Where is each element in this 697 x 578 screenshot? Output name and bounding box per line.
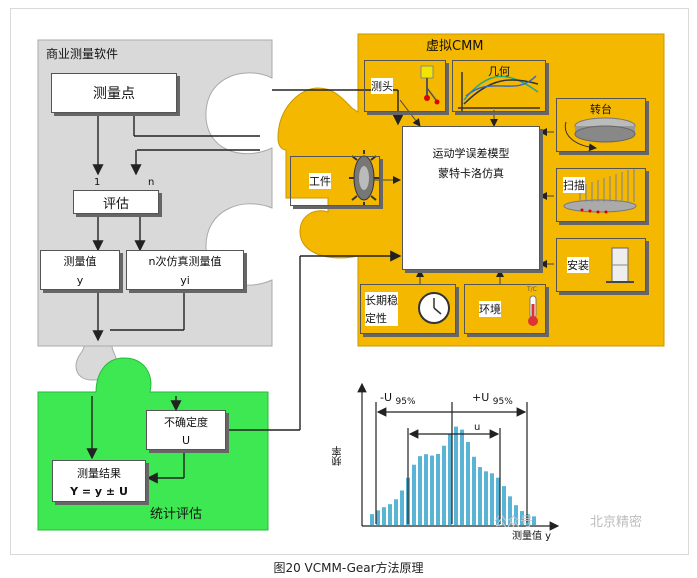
virtual-cmm-title: 虚拟CMM bbox=[426, 39, 484, 54]
measure-point-box: 测量点 bbox=[51, 73, 177, 113]
histogram-bar bbox=[394, 499, 398, 525]
histogram-bar bbox=[514, 505, 518, 525]
temperature-mark: T/C bbox=[527, 286, 537, 293]
histogram-bar bbox=[508, 496, 512, 525]
environment-label: 环境 bbox=[479, 301, 501, 317]
core-line-1: 运动学误差模型 bbox=[432, 147, 510, 160]
n-sim-value-box: n次仿真测量值 yi bbox=[126, 250, 244, 290]
minus-u-text: -U bbox=[380, 391, 393, 404]
probe-label: 测头 bbox=[371, 78, 393, 94]
probe-box: 测头 bbox=[364, 60, 446, 112]
histogram-bar bbox=[460, 429, 464, 525]
watermark-left: 公众号 bbox=[494, 515, 534, 530]
evaluate-input-1: 1 bbox=[94, 177, 101, 188]
geometry-icon bbox=[458, 72, 540, 112]
histogram-bar bbox=[526, 514, 530, 525]
histogram-brackets bbox=[375, 402, 528, 524]
turntable-box: 转台 bbox=[556, 98, 646, 152]
statistics-title: 统计评估 bbox=[150, 507, 203, 522]
histogram-bar bbox=[490, 473, 494, 525]
histogram-bar bbox=[484, 471, 488, 525]
histogram-bar bbox=[520, 511, 524, 525]
install-icon bbox=[606, 247, 634, 283]
u-label: u bbox=[474, 422, 481, 433]
measured-value-box: 测量值 y bbox=[40, 250, 120, 290]
long-term-line-2: 定性 bbox=[365, 312, 387, 325]
histogram-bar bbox=[430, 455, 434, 525]
long-term-line-1: 长期稳 bbox=[365, 294, 398, 307]
histogram-axes bbox=[357, 382, 560, 531]
result-formula: Y = y ± U bbox=[70, 484, 128, 498]
histogram-bar bbox=[454, 426, 458, 525]
histogram-bar bbox=[532, 516, 536, 525]
thermometer-icon bbox=[528, 295, 538, 326]
histogram-bar bbox=[466, 441, 470, 525]
plus-u-text: +U bbox=[472, 391, 490, 404]
plus-u-label: +U 95% bbox=[472, 391, 513, 407]
histogram-bar bbox=[412, 464, 416, 525]
histogram-bar bbox=[418, 456, 422, 525]
commercial-software-title: 商业测量软件 bbox=[46, 47, 119, 61]
geometry-label: 几何 bbox=[488, 65, 510, 78]
uncertainty-label: 不确定度 bbox=[164, 415, 208, 429]
scan-label: 扫描 bbox=[563, 177, 585, 193]
install-label: 安装 bbox=[567, 257, 589, 273]
histogram-bar bbox=[424, 454, 428, 525]
measured-value-label: 测量值 bbox=[63, 255, 97, 268]
scan-icon bbox=[563, 168, 637, 214]
histogram-bar bbox=[496, 477, 500, 525]
evaluate-box: 评估 bbox=[73, 190, 159, 214]
histogram-bar bbox=[472, 456, 476, 525]
histogram-bars bbox=[370, 426, 536, 525]
turntable-label: 转台 bbox=[590, 103, 612, 116]
histogram-bar bbox=[502, 486, 506, 525]
histogram-bar bbox=[478, 467, 482, 525]
evaluate-label: 评估 bbox=[102, 196, 129, 212]
histogram-bar bbox=[400, 490, 404, 525]
clock-icon bbox=[418, 292, 450, 324]
figure-caption: 图20 VCMM-Gear方法原理 bbox=[273, 561, 424, 575]
n-sim-value-label: n次仿真测量值 bbox=[148, 255, 222, 268]
uncertainty-symbol: U bbox=[181, 433, 191, 447]
install-box: 安装 bbox=[556, 238, 646, 292]
environment-box: 环境 bbox=[464, 284, 546, 334]
histogram-bar bbox=[370, 514, 374, 525]
measure-point-label: 测量点 bbox=[93, 86, 135, 102]
watermark-right: 北京精密 bbox=[590, 515, 643, 530]
probe-icon bbox=[420, 65, 440, 105]
n-sim-value-symbol: yi bbox=[180, 274, 190, 287]
geometry-box: 几何 bbox=[452, 60, 546, 112]
histogram-bar bbox=[388, 504, 392, 525]
workpiece-box: 工件 bbox=[290, 156, 380, 206]
simulation-core-box: 运动学误差模型 蒙特卡洛仿真 bbox=[402, 126, 540, 270]
evaluate-input-n: n bbox=[148, 177, 155, 188]
histogram-ylabel: 频率 bbox=[333, 446, 344, 466]
turntable-icon bbox=[564, 117, 636, 152]
histogram-xlabel: 测量值 y bbox=[512, 531, 552, 542]
histogram-bar bbox=[442, 445, 446, 525]
histogram-bar bbox=[382, 507, 386, 525]
histogram-bar bbox=[436, 453, 440, 525]
result-box: 测量结果 Y = y ± U bbox=[52, 460, 146, 502]
result-label: 测量结果 bbox=[77, 466, 121, 480]
histogram-bar bbox=[448, 433, 452, 525]
long-term-stability-box: 长期稳 定性 bbox=[360, 284, 456, 334]
minus-u-label: -U 95% bbox=[380, 391, 416, 407]
histogram-bar bbox=[376, 510, 380, 525]
workpiece-label: 工件 bbox=[309, 173, 331, 189]
long-term-labels: 长期稳 定性 bbox=[365, 292, 398, 326]
scan-box: 扫描 bbox=[556, 168, 646, 222]
plus-u-pct: 95% bbox=[492, 397, 513, 407]
uncertainty-box: 不确定度 U bbox=[146, 410, 226, 450]
core-line-2: 蒙特卡洛仿真 bbox=[438, 167, 504, 180]
measured-value-symbol: y bbox=[76, 274, 84, 287]
minus-u-pct: 95% bbox=[395, 397, 416, 407]
